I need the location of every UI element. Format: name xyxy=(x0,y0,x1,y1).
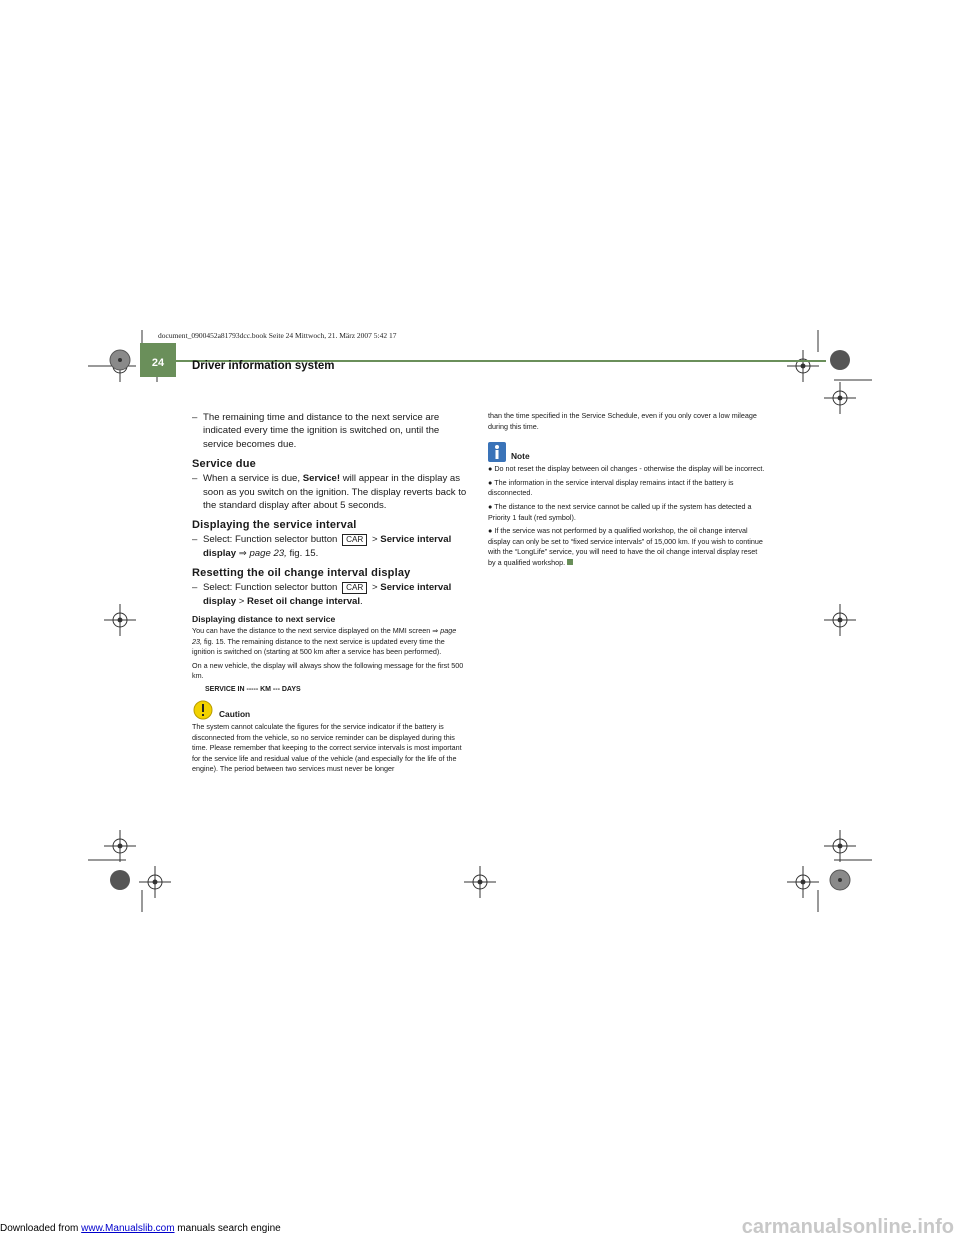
page-header-title: Driver information system xyxy=(192,360,335,372)
note-title: Note xyxy=(511,451,530,462)
heading-resetting: Resetting the oil change interval displa… xyxy=(192,567,411,580)
page-reference-link[interactable]: page 23, xyxy=(192,626,457,646)
step-dash: – xyxy=(192,582,198,594)
bullet-text: If the service was not performed by a qu… xyxy=(488,526,763,567)
caution-text: The system cannot calculate the figures … xyxy=(192,722,462,774)
caution-header: Caution xyxy=(192,700,468,720)
footer-suffix: manuals search engine xyxy=(174,1223,281,1234)
ref-arrow: ⇒ xyxy=(432,626,441,636)
step-text-b: will appear in the display as soon as yo… xyxy=(203,473,467,512)
bullet-text: The information in the service interval … xyxy=(488,477,734,498)
manualslib-link[interactable]: www.Manualslib.com xyxy=(81,1223,175,1234)
heading-distance: Displaying distance to next service xyxy=(192,614,336,625)
resetting-step: – Select: Function selector button CAR >… xyxy=(192,581,468,608)
caution-continued: than the time specified in the Service S… xyxy=(488,411,757,431)
note-bullet: ● The distance to the next service canno… xyxy=(488,502,766,523)
note-bullet: ● If the service was not performed by a … xyxy=(488,526,766,568)
bullet-icon: ● xyxy=(488,501,493,511)
display-message: SERVICE IN ----- KM --- DAYS xyxy=(205,686,301,694)
step-text-b: fig. 15. xyxy=(286,547,319,559)
step-dash: – xyxy=(192,412,198,423)
note-bullet: ● Do not reset the display between oil c… xyxy=(488,464,766,475)
distance-para-2: On a new vehicle, the display will alway… xyxy=(192,660,464,681)
service-due-step: – When a service is due, Service! will a… xyxy=(192,472,468,512)
service-label: Service! xyxy=(302,473,341,485)
note-bullet: ● The information in the service interva… xyxy=(488,478,766,499)
page-reference-link[interactable]: page 23, xyxy=(249,547,287,559)
car-button-icon: CAR xyxy=(342,582,368,595)
ref-arrow: ⇒ xyxy=(236,547,250,559)
bullet-text: Do not reset the display between oil cha… xyxy=(494,464,765,474)
caution-title: Caution xyxy=(219,709,251,720)
footer-prefix: Downloaded from xyxy=(0,1223,82,1234)
distance-para-1: You can have the distance to the next se… xyxy=(192,626,468,658)
step-dash: – xyxy=(192,473,198,485)
separator: > xyxy=(369,582,381,594)
bullet-icon: ● xyxy=(488,464,493,474)
end-marker-icon xyxy=(567,558,574,565)
bullet-icon: ● xyxy=(488,526,493,536)
step-dash: – xyxy=(192,534,198,546)
bullet-icon: ● xyxy=(488,477,493,487)
right-column: than the time specified in the Service S… xyxy=(488,411,766,572)
heading-displaying-interval: Displaying the service interval xyxy=(192,519,357,532)
info-icon xyxy=(488,442,506,463)
download-footer: Downloaded from www.Manualslib.com manua… xyxy=(0,1223,281,1234)
watermark: carmanualsonline.info xyxy=(741,1216,954,1238)
note-header: Note xyxy=(488,442,766,463)
car-button-icon: CAR xyxy=(342,534,368,547)
menu-path: Service interval display xyxy=(203,534,452,559)
caution-icon xyxy=(193,700,213,720)
step-text-a: Select: Function selector button xyxy=(203,582,341,594)
para-text-a: You can have the distance to the next se… xyxy=(192,626,433,636)
separator-2: > xyxy=(236,595,247,607)
separator: > xyxy=(369,534,381,546)
print-slug: document_0900452a81793dcc.book Seite 24 … xyxy=(158,331,397,340)
menu-path-1: Service interval display xyxy=(203,582,452,607)
header-rule xyxy=(140,360,826,362)
period: . xyxy=(360,595,363,607)
step-text: The remaining time and distance to the n… xyxy=(203,412,440,450)
step-text-a: Select: Function selector button xyxy=(203,534,341,546)
displaying-step: – Select: Function selector button CAR >… xyxy=(192,533,468,560)
step-text-a: When a service is due, xyxy=(203,473,303,485)
page-number: 24 xyxy=(140,343,176,377)
intro-step: – The remaining time and distance to the… xyxy=(192,411,468,451)
para-text-b: fig. 15. The remaining distance to the n… xyxy=(192,636,445,657)
bullet-text: The distance to the next service cannot … xyxy=(488,501,752,522)
heading-service-due: Service due xyxy=(192,458,256,471)
left-column: – The remaining time and distance to the… xyxy=(192,411,468,778)
menu-path-2: Reset oil change interval xyxy=(247,595,361,607)
